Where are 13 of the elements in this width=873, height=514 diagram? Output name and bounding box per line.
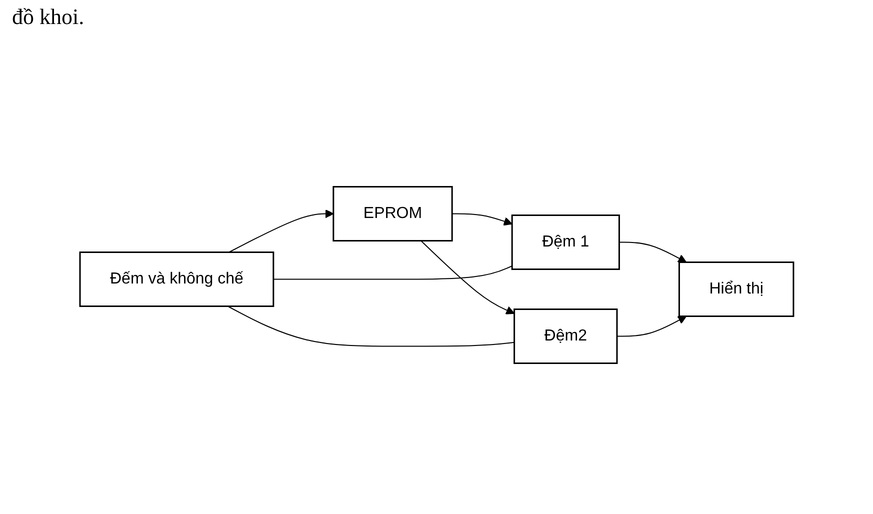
node-box: Đệm2	[513, 308, 618, 364]
node-box: EPROM	[332, 186, 453, 242]
connector	[272, 265, 512, 280]
arrow	[618, 242, 686, 263]
note-text: đồ khoi.	[12, 4, 84, 30]
node-box: Đếm và không chế	[79, 252, 274, 307]
arrow	[228, 209, 334, 253]
connector	[227, 306, 515, 347]
arrow	[420, 240, 514, 314]
node-box: Đệm 1	[511, 214, 620, 270]
arrow	[451, 213, 512, 226]
node-box: Hiển thị	[678, 262, 794, 317]
arrow	[616, 316, 686, 337]
